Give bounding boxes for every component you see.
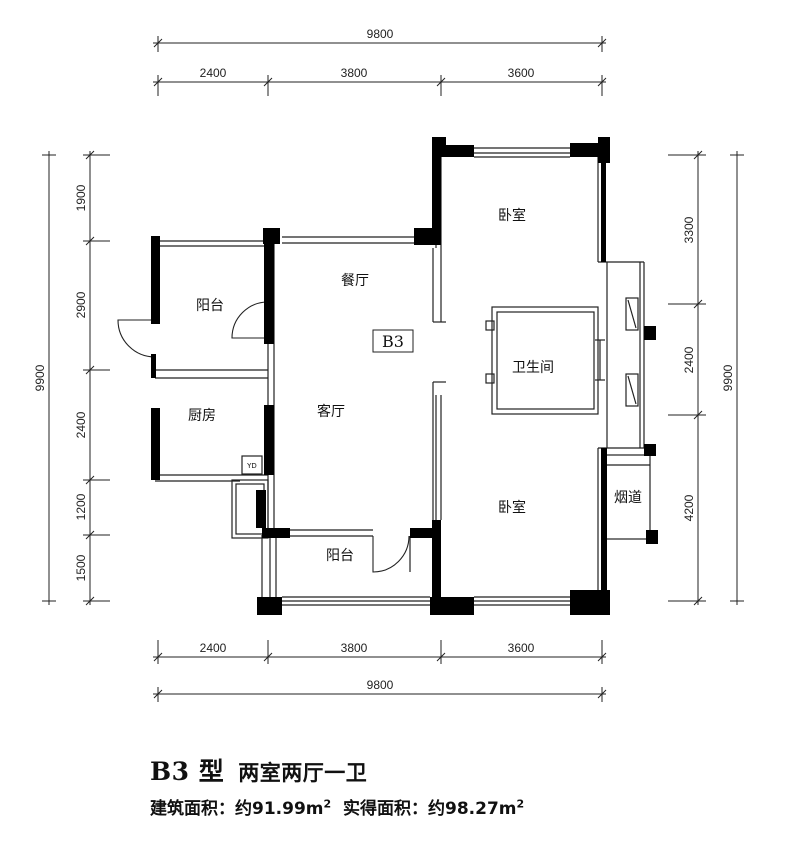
caption-type: B3 型 [150, 757, 225, 786]
actual-area: 实得面积：约98.27m [343, 799, 517, 819]
dim-right-seg-2: 2400 [682, 346, 696, 373]
room-kitchen: 厨房 [188, 408, 216, 424]
room-bedroom-bottom: 卧室 [498, 499, 526, 516]
dimension-lines [42, 36, 744, 702]
floor-plan: 9800 2400 3800 3600 2400 3800 3600 9800 … [33, 27, 744, 702]
thin-walls [155, 147, 651, 606]
room-dining: 餐厅 [341, 273, 369, 289]
dim-top-seg-2: 3800 [341, 66, 368, 80]
yd-label: YD [246, 462, 257, 470]
plan-label: B3 [382, 332, 404, 351]
dim-top-total: 9800 [367, 27, 394, 41]
dim-left-total: 9900 [33, 364, 47, 391]
plan-caption: B3 型两室两厅一卫 建筑面积：约91.99m2 实得面积：约98.27m2 [150, 752, 524, 819]
caption-title: B3 型两室两厅一卫 [150, 752, 524, 788]
dim-left-seg-4: 1200 [74, 493, 88, 520]
dim-left-seg-3: 2400 [74, 411, 88, 438]
dim-right-total: 9900 [721, 364, 735, 391]
dim-bottom-seg-2: 3800 [341, 641, 368, 655]
room-living: 客厅 [317, 403, 345, 420]
built-area: 建筑面积：约91.99m [150, 799, 324, 819]
dim-bottom-seg-1: 2400 [200, 641, 227, 655]
dim-bottom-total: 9800 [367, 678, 394, 692]
dim-top-seg-1: 2400 [200, 66, 227, 80]
dim-right-seg-3: 4200 [682, 494, 696, 521]
caption-layout: 两室两厅一卫 [238, 761, 368, 785]
dim-left-seg-1: 1900 [74, 184, 88, 211]
dim-right-seg-1: 3300 [682, 216, 696, 243]
room-bathroom: 卫生间 [512, 360, 554, 376]
dim-left-seg-5: 1500 [74, 554, 88, 581]
room-balcony-bottom: 阳台 [326, 548, 354, 564]
room-bedroom-top: 卧室 [498, 207, 526, 224]
thick-walls [151, 137, 658, 615]
room-flue: 烟道 [614, 490, 642, 506]
doors [117, 301, 410, 573]
dim-left-seg-2: 2900 [74, 291, 88, 318]
dim-top-seg-3: 3600 [508, 66, 535, 80]
actual-area-sup: 2 [516, 797, 525, 811]
room-balcony-left: 阳台 [196, 298, 224, 314]
built-area-sup: 2 [323, 797, 332, 811]
plan-label-box [372, 329, 414, 353]
dim-bottom-seg-3: 3600 [508, 641, 535, 655]
caption-area: 建筑面积：约91.99m2 实得面积：约98.27m2 [150, 794, 524, 819]
